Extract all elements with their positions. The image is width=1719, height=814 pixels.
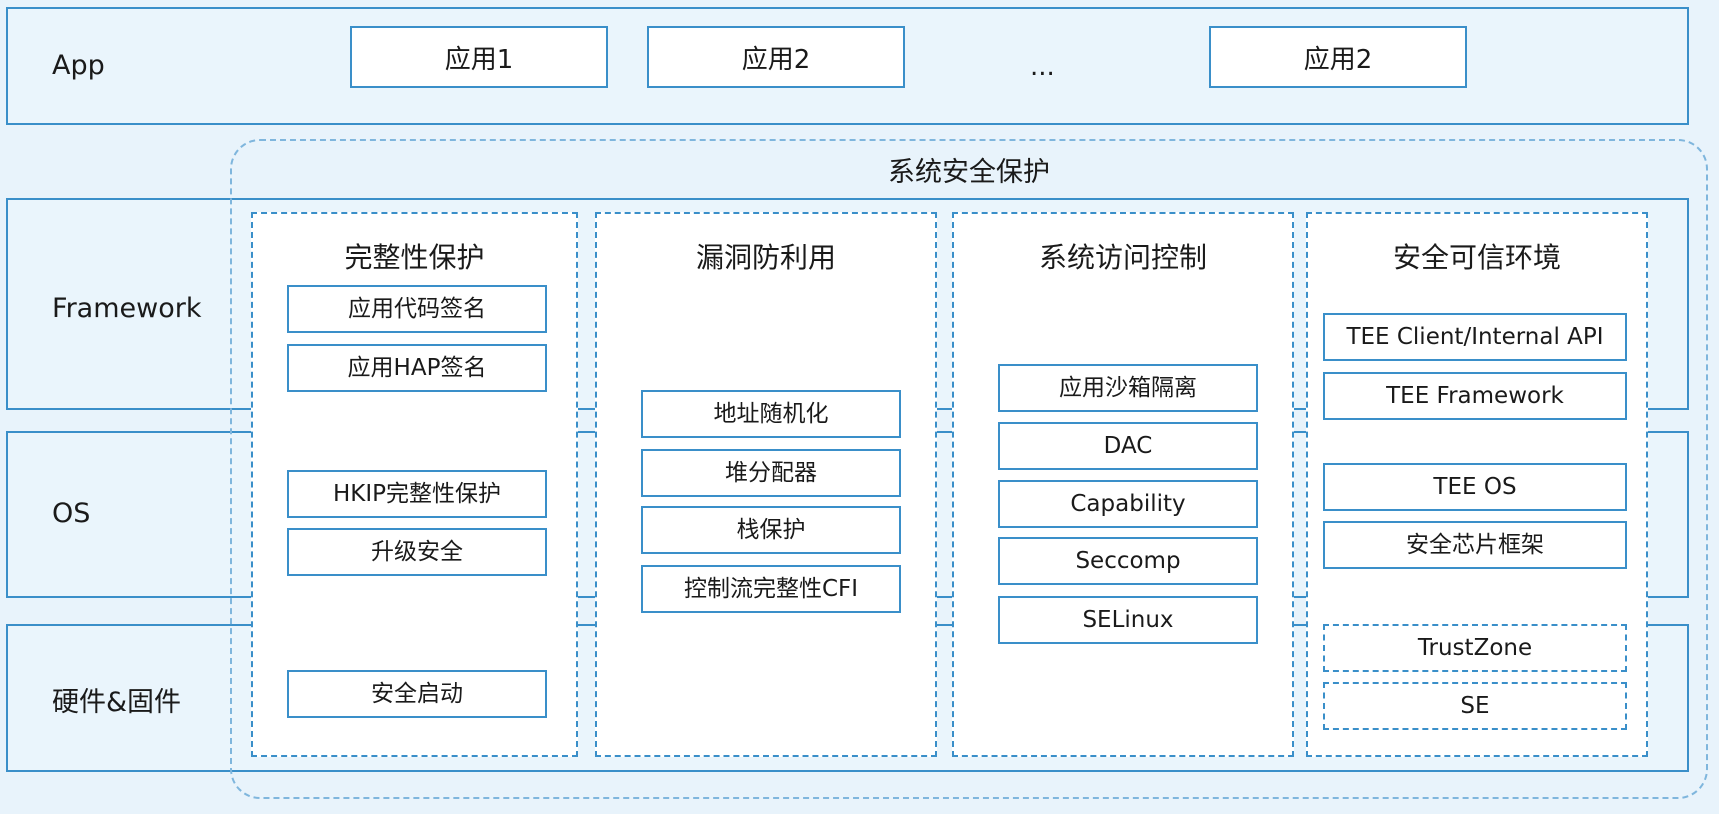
layer-label-os: OS — [52, 498, 91, 529]
item-dac: DAC — [998, 422, 1258, 470]
column-exploit-mitigation: 漏洞防利用 地址随机化 堆分配器 栈保护 控制流完整性CFI — [595, 212, 937, 757]
system-security-container — [230, 139, 1708, 799]
item-tee-client-api: TEE Client/Internal API — [1323, 313, 1627, 361]
item-upgrade-security: 升级安全 — [287, 528, 547, 576]
layer-label-hardware: 硬件&固件 — [52, 687, 182, 718]
app-box-1: 应用1 — [350, 26, 608, 88]
column-title: 漏洞防利用 — [695, 241, 836, 274]
item-sandbox: 应用沙箱隔离 — [998, 364, 1258, 412]
app-box-3: 应用2 — [1209, 26, 1467, 88]
item-hap-sign: 应用HAP签名 — [287, 344, 547, 392]
column-title: 系统访问控制 — [1038, 241, 1207, 274]
app-ellipsis: ... — [1030, 52, 1055, 82]
item-aslr: 地址随机化 — [641, 390, 901, 438]
item-app-code-sign: 应用代码签名 — [287, 285, 547, 333]
item-tee-os: TEE OS — [1323, 463, 1627, 511]
layer-label-framework: Framework — [52, 293, 202, 324]
column-trusted-env: 安全可信环境 TEE Client/Internal API TEE Frame… — [1306, 212, 1648, 757]
item-seccomp: Seccomp — [998, 537, 1258, 585]
item-stack-protection: 栈保护 — [641, 506, 901, 554]
item-capability: Capability — [998, 480, 1258, 528]
item-se: SE — [1323, 682, 1627, 730]
item-tee-framework: TEE Framework — [1323, 372, 1627, 420]
column-title: 安全可信环境 — [1392, 241, 1561, 274]
layer-label-app: App — [52, 50, 105, 81]
item-cfi: 控制流完整性CFI — [641, 565, 901, 613]
item-heap-allocator: 堆分配器 — [641, 449, 901, 497]
column-access-control: 系统访问控制 应用沙箱隔离 DAC Capability Seccomp SEL… — [952, 212, 1294, 757]
item-selinux: SELinux — [998, 596, 1258, 644]
item-secure-chip-framework: 安全芯片框架 — [1323, 521, 1627, 569]
column-title: 完整性保护 — [344, 241, 485, 274]
item-hkip: HKIP完整性保护 — [287, 470, 547, 518]
system-security-title: 系统安全保护 — [888, 157, 1050, 188]
item-secure-boot: 安全启动 — [287, 670, 547, 718]
column-integrity: 完整性保护 应用代码签名 应用HAP签名 HKIP完整性保护 升级安全 安全启动 — [251, 212, 578, 757]
item-trustzone: TrustZone — [1323, 624, 1627, 672]
app-box-2: 应用2 — [647, 26, 905, 88]
